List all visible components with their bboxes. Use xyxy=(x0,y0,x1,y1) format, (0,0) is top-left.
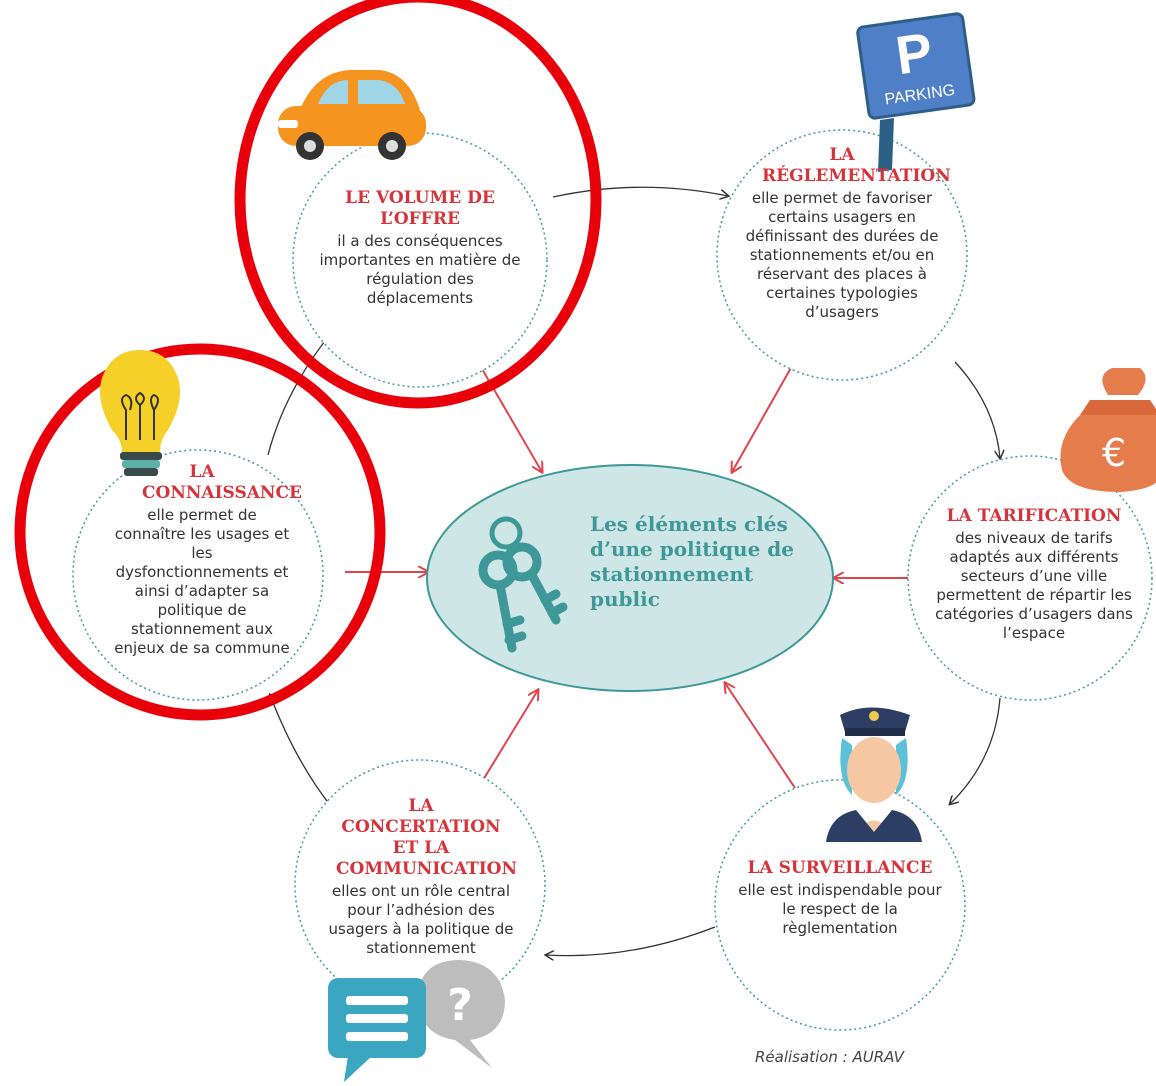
circle-volume xyxy=(292,132,548,388)
arrow-surveillance-to-concertation xyxy=(546,926,716,956)
arrow-reglementation-to-center xyxy=(732,365,793,472)
highlight-ring-connaissance xyxy=(14,343,386,721)
money-symbol: € xyxy=(1102,431,1126,475)
keys-icon xyxy=(478,516,568,653)
node-circles xyxy=(72,129,1153,1031)
node-tarification-desc: des niveaux de tarifs adaptés aux différ… xyxy=(935,529,1133,642)
node-tarification: LA TARIFICATION des niveaux de tarifs ad… xyxy=(928,506,1140,643)
arrow-volume-to-reglementation xyxy=(552,186,728,197)
credit-text: Réalisation : AURAV xyxy=(755,1048,904,1066)
node-surveillance-title: LA SURVEILLANCE xyxy=(747,858,933,878)
node-concertation-desc: elles ont un rôle central pour l’adhésio… xyxy=(328,882,514,957)
node-connaissance-title: LA CONNAISSANCE xyxy=(142,462,302,503)
circle-reglementation xyxy=(716,129,968,381)
arrow-tarification-to-surveillance xyxy=(950,697,1001,804)
node-volume-desc: il a des conséquences importantes en mat… xyxy=(319,232,521,307)
circle-surveillance xyxy=(714,779,966,1031)
parking-letter: P xyxy=(892,22,936,86)
circle-tarification xyxy=(907,455,1153,701)
highlight-rings xyxy=(14,0,602,721)
car-icon xyxy=(278,70,426,160)
center-label: Les éléments clés d’une politique de sta… xyxy=(590,512,794,611)
node-volume-title: LE VOLUME DE L’OFFRE xyxy=(345,188,495,229)
node-volume: LE VOLUME DE L’OFFRE il a des conséquenc… xyxy=(318,188,522,308)
node-concertation: LA CONCERTATION ET LA COMMUNICATION elle… xyxy=(316,796,526,958)
money-bag-icon: € xyxy=(1060,368,1156,492)
arrow-surveillance-to-center xyxy=(725,683,796,789)
parking-sign-icon: P PARKING xyxy=(856,12,976,172)
light-bulb-icon xyxy=(99,350,181,476)
center-ellipse xyxy=(426,464,834,692)
arrow-concertation-to-center xyxy=(479,690,538,786)
node-reglementation: LA RÉGLEMENTATION elle permet de favoris… xyxy=(733,145,951,322)
chat-symbol: ? xyxy=(447,980,473,1031)
node-reglementation-desc: elle permet de favoriser certains usager… xyxy=(745,189,939,321)
circle-connaissance xyxy=(72,449,324,701)
arrow-connaissance-to-volume xyxy=(267,332,332,456)
arrow-concertation-to-connaissance xyxy=(270,695,331,806)
node-tarification-title: LA TARIFICATION xyxy=(946,506,1122,526)
node-connaissance: LA CONNAISSANCE elle permet de connaître… xyxy=(114,462,302,658)
arrow-reglementation-to-tarification xyxy=(954,361,1000,458)
node-connaissance-desc: elle permet de connaître les usages et l… xyxy=(114,506,290,657)
node-surveillance-desc: elle est indispendable pour le respect d… xyxy=(738,881,942,937)
highlight-ring-volume xyxy=(234,0,602,409)
police-officer-icon xyxy=(826,707,922,842)
node-reglementation-title: LA RÉGLEMENTATION xyxy=(762,145,951,186)
cycle-arrows xyxy=(267,186,1001,956)
chat-bubbles-icon: ? xyxy=(328,960,505,1082)
node-concertation-title: LA CONCERTATION ET LA COMMUNICATION xyxy=(336,796,518,879)
node-surveillance: LA SURVEILLANCE elle est indispendable p… xyxy=(737,858,943,938)
